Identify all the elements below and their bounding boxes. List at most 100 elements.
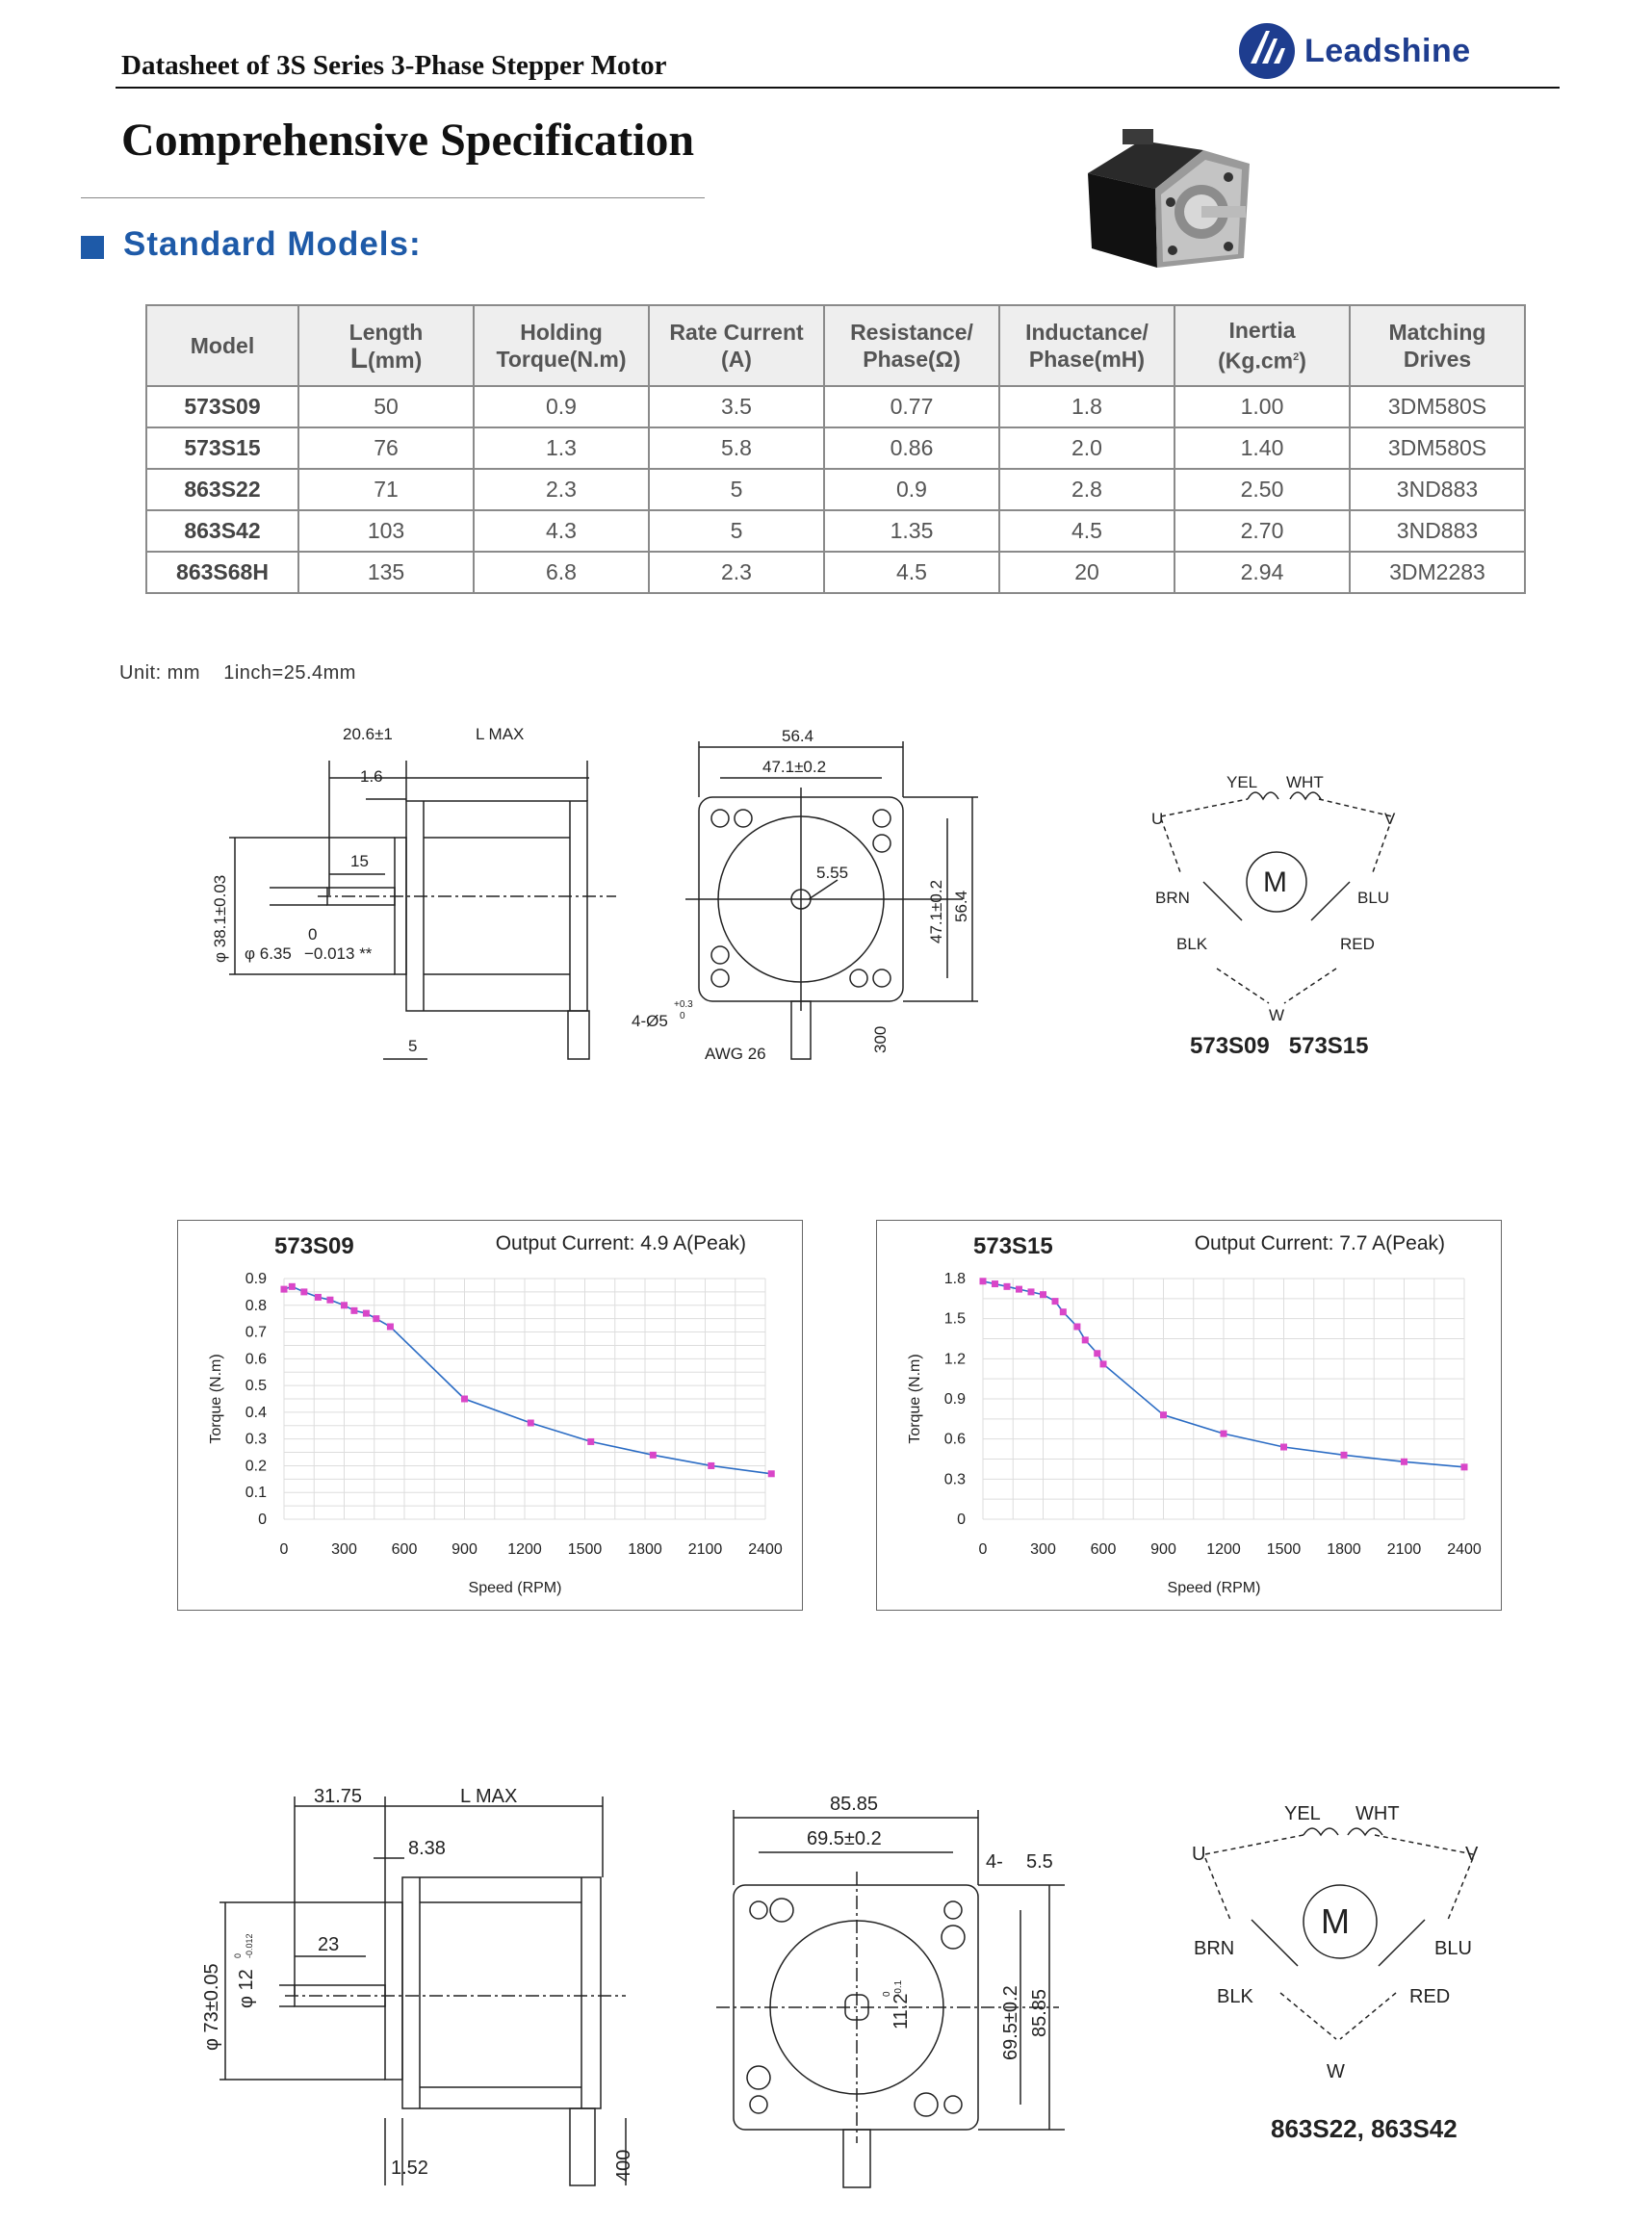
table-cell-model: 863S68H bbox=[145, 551, 299, 594]
side-view-57 bbox=[229, 761, 616, 1060]
x-tick-label: 2100 bbox=[1387, 1541, 1422, 1558]
dim-57-shaft-dia: φ 6.35 bbox=[245, 944, 292, 963]
wire-label-u-86: U bbox=[1192, 1844, 1205, 1865]
x-tick-label: 1500 bbox=[568, 1541, 603, 1558]
dim-57-shaft-flat: 5.55 bbox=[816, 864, 848, 882]
table-cell: 2.94 bbox=[1174, 551, 1351, 594]
dim-57-holes-tol-upper: +0.3 bbox=[674, 999, 693, 1010]
wire-label-wht: WHT bbox=[1286, 773, 1324, 791]
data-point bbox=[1040, 1291, 1046, 1299]
dim-86-flat: 23 bbox=[318, 1934, 339, 1955]
data-point bbox=[362, 1309, 370, 1317]
x-tick-label: 900 bbox=[1150, 1541, 1176, 1558]
dim-57-bolt-spacing-v: 47.1±0.2 bbox=[927, 880, 945, 943]
x-tick-label: 1200 bbox=[507, 1541, 542, 1558]
section-marker bbox=[81, 236, 104, 259]
data-point bbox=[1081, 1336, 1089, 1344]
dim-57-boss: 1.6 bbox=[360, 767, 383, 786]
table-cell: 4.3 bbox=[473, 509, 650, 553]
drawing-57-series: 20.6±1 L MAX 1.6 15 0 −0.013 ** φ 6.35 φ… bbox=[211, 725, 1396, 1063]
wiring-caption-86: 863S22, 863S42 bbox=[1271, 2114, 1458, 2143]
dim-86-boss: 8.38 bbox=[408, 1838, 446, 1859]
x-tick-label: 300 bbox=[331, 1541, 357, 1558]
dim-86-lmax: L MAX bbox=[460, 1786, 517, 1807]
wire-label-red-86: RED bbox=[1409, 1986, 1450, 2007]
y-tick-label: 0 bbox=[957, 1512, 966, 1528]
data-point bbox=[1059, 1308, 1067, 1316]
dim-57-flat: 15 bbox=[350, 852, 369, 870]
wire-label-v: V bbox=[1384, 810, 1396, 828]
table-cell-model: 863S22 bbox=[145, 468, 299, 511]
y-tick-label: 0.8 bbox=[245, 1298, 267, 1314]
data-point bbox=[1003, 1282, 1011, 1290]
y-tick-label: 0.1 bbox=[245, 1485, 267, 1501]
x-tick-label: 1200 bbox=[1206, 1541, 1241, 1558]
y-tick-label: 0.5 bbox=[245, 1378, 267, 1394]
wire-label-w: W bbox=[1269, 1006, 1284, 1024]
table-cell: 1.00 bbox=[1174, 385, 1351, 428]
title-divider bbox=[81, 197, 705, 198]
x-tick-label: 2400 bbox=[1447, 1541, 1482, 1558]
table-cell-model: 863S42 bbox=[145, 509, 299, 553]
data-point bbox=[461, 1395, 468, 1403]
document-header-title: Datasheet of 3S Series 3-Phase Stepper M… bbox=[121, 50, 667, 81]
table-cell: 135 bbox=[297, 551, 475, 594]
dim-57-front-height: 56.4 bbox=[952, 891, 970, 922]
wire-label-wht-86: WHT bbox=[1355, 1803, 1400, 1824]
x-tick-label: 2100 bbox=[688, 1541, 723, 1558]
x-axis-label: Speed (RPM) bbox=[469, 1580, 562, 1596]
table-cell: 2.3 bbox=[473, 468, 650, 511]
motor-product-image bbox=[1088, 129, 1250, 268]
unit-note: Unit: mm 1inch=25.4mm bbox=[119, 662, 356, 684]
data-point bbox=[992, 1280, 998, 1288]
dim-57-holes-tol-lower: 0 bbox=[680, 1011, 685, 1021]
data-point bbox=[1401, 1458, 1407, 1465]
wire-label-blk-86: BLK bbox=[1217, 1986, 1253, 2007]
table-cell: 5.8 bbox=[648, 427, 825, 470]
x-tick-label: 1800 bbox=[628, 1541, 662, 1558]
table-cell: 2.8 bbox=[998, 468, 1175, 511]
wire-label-brn: BRN bbox=[1155, 889, 1190, 907]
dim-57-shaft-tol-lower: −0.013 ** bbox=[304, 944, 373, 963]
wire-label-v-86: V bbox=[1465, 1844, 1479, 1865]
section-heading: Standard Models: bbox=[123, 225, 422, 263]
page-title: Comprehensive Specification bbox=[121, 115, 695, 166]
chart-subtitle: Output Current: 7.7 A(Peak) bbox=[1195, 1232, 1445, 1254]
wiring-diagram-57 bbox=[1160, 791, 1393, 1004]
y-tick-label: 0.7 bbox=[245, 1325, 267, 1341]
dim-86-bolt-spacing: 69.5±0.2 bbox=[807, 1828, 882, 1849]
wire-label-u: U bbox=[1151, 810, 1163, 828]
y-tick-label: 0 bbox=[258, 1512, 267, 1528]
table-cell: 4.5 bbox=[998, 509, 1175, 553]
data-point bbox=[1460, 1463, 1468, 1471]
x-tick-label: 0 bbox=[979, 1541, 988, 1558]
table-cell: 3.5 bbox=[648, 385, 825, 428]
dim-57-wire-offset: 5 bbox=[408, 1037, 417, 1055]
col-header-inertia: Inertia(Kg.cm2) bbox=[1174, 304, 1351, 387]
table-cell: 1.8 bbox=[998, 385, 1175, 428]
table-cell: 0.9 bbox=[473, 385, 650, 428]
wiring-caption-57: 573S09 573S15 bbox=[1190, 1033, 1369, 1059]
y-tick-label: 0.9 bbox=[245, 1271, 267, 1287]
table-cell: 2.0 bbox=[998, 427, 1175, 470]
dim-57-wire-gauge: AWG 26 bbox=[705, 1045, 766, 1063]
y-tick-label: 1.8 bbox=[944, 1271, 966, 1287]
table-cell: 71 bbox=[297, 468, 475, 511]
dim-86-flat-tol-lower: -0.1 bbox=[893, 1979, 904, 1997]
side-view-86 bbox=[219, 1796, 627, 2186]
data-point bbox=[1220, 1430, 1227, 1437]
wire-label-w-86: W bbox=[1327, 2061, 1345, 2082]
dim-86-shaft-tol-upper: 0 bbox=[233, 1953, 243, 1958]
y-tick-label: 0.2 bbox=[245, 1458, 267, 1474]
x-tick-label: 1800 bbox=[1327, 1541, 1361, 1558]
dim-57-holes: 4-Ø5 bbox=[632, 1012, 668, 1030]
data-point bbox=[373, 1315, 380, 1323]
data-point bbox=[341, 1302, 348, 1309]
y-tick-label: 0.9 bbox=[944, 1391, 966, 1408]
y-tick-label: 0.6 bbox=[944, 1432, 966, 1448]
